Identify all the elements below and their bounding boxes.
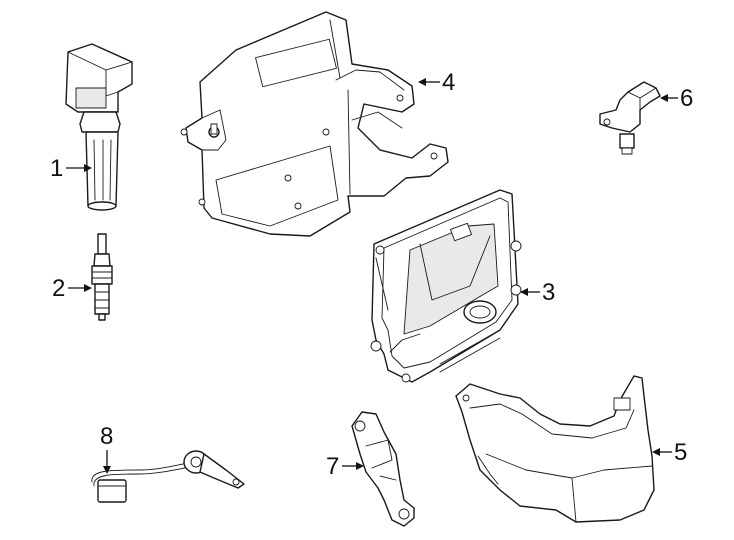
crankshaft-position-sensor <box>351 411 415 527</box>
svg-text:2: 2 <box>52 275 65 302</box>
callout-7: 7 <box>326 453 364 480</box>
callout-8: 8 <box>100 423 113 474</box>
knock-sensor <box>91 450 245 503</box>
svg-text:5: 5 <box>674 439 687 466</box>
callout-2: 2 <box>52 275 92 302</box>
svg-text:1: 1 <box>50 155 63 182</box>
ecm-mounting-bracket <box>180 11 449 237</box>
spark-plug <box>91 233 113 321</box>
svg-text:8: 8 <box>100 423 113 450</box>
callout-3: 3 <box>520 279 555 306</box>
svg-text:3: 3 <box>542 279 555 306</box>
ecm-cover <box>455 375 655 523</box>
svg-text:4: 4 <box>442 69 455 96</box>
svg-text:7: 7 <box>326 453 339 480</box>
engine-control-module <box>370 189 522 383</box>
callout-5: 5 <box>652 439 687 466</box>
callout-1: 1 <box>50 155 92 182</box>
callout-6: 6 <box>660 85 693 112</box>
svg-text:6: 6 <box>680 85 693 112</box>
ignition-coil <box>65 43 133 211</box>
callout-4: 4 <box>418 69 455 96</box>
camshaft-position-sensor <box>599 81 661 155</box>
